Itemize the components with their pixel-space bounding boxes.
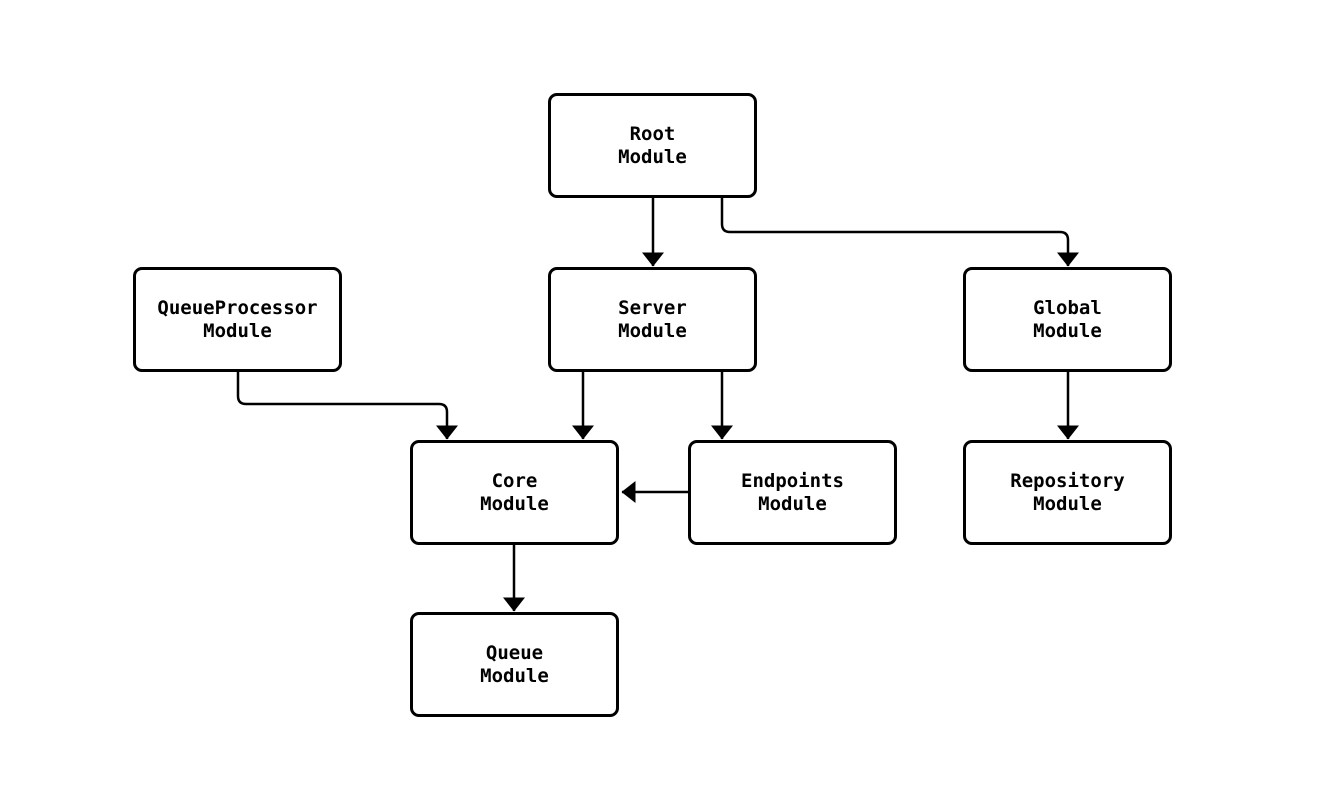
node-global-module: Global Module [963, 267, 1172, 372]
node-server-module: Server Module [548, 267, 757, 372]
node-repository-module: Repository Module [963, 440, 1172, 545]
edge-queueprocessor-to-core [236, 372, 458, 440]
edge-root-to-global [720, 198, 1079, 267]
node-global-module-label: Global Module [1033, 296, 1102, 342]
node-queue-module-label: Queue Module [480, 641, 549, 687]
node-core-module-label: Core Module [480, 469, 549, 515]
node-endpoints-module-label: Endpoints Module [741, 469, 844, 515]
node-endpoints-module: Endpoints Module [688, 440, 897, 545]
node-queueprocessor-module-label: QueueProcessor Module [157, 296, 318, 342]
node-queueprocessor-module: QueueProcessor Module [133, 267, 342, 372]
node-core-module: Core Module [410, 440, 619, 545]
node-server-module-label: Server Module [618, 296, 687, 342]
node-root-module-label: Root Module [618, 122, 687, 168]
node-repository-module-label: Repository Module [1010, 469, 1125, 515]
node-queue-module: Queue Module [410, 612, 619, 717]
node-root-module: Root Module [548, 93, 757, 198]
